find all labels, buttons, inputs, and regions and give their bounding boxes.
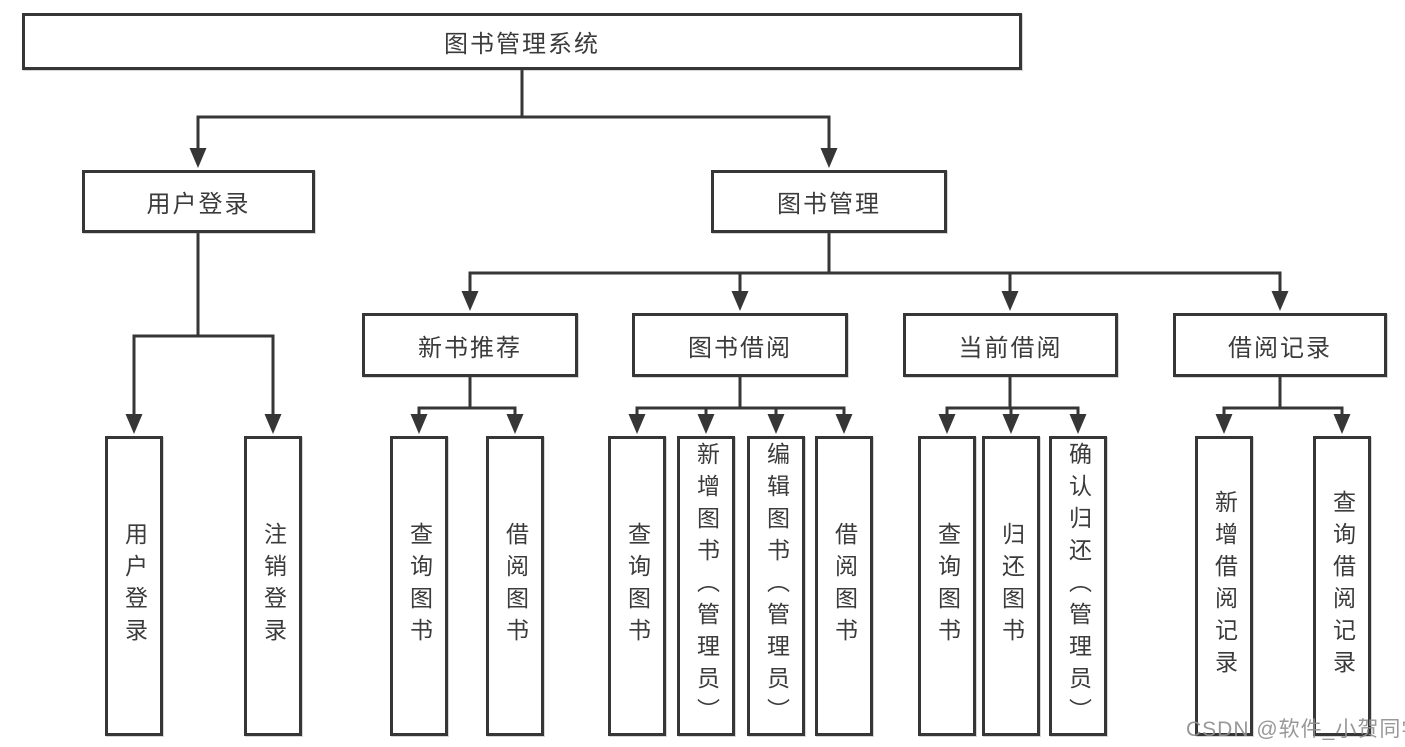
watermark: CSDN @软件_小贺同学 xyxy=(1186,718,1405,741)
node-book-borrow: 图书借阅 xyxy=(632,313,848,377)
connector-book-borrow xyxy=(635,375,846,418)
leaf-return-book-label: 归还图书 xyxy=(998,522,1025,650)
arrowhead-icon xyxy=(1002,414,1020,434)
arrowhead-icon xyxy=(1271,291,1289,311)
leaf-logout: 注销登录 xyxy=(244,436,302,736)
leaf-confirm-return-admin-label: 确认归还（管理员） xyxy=(1065,442,1092,730)
arrowhead-icon xyxy=(938,414,956,434)
leaf-query-books-recommend-label: 查询图书 xyxy=(406,522,433,650)
leaf-edit-book-admin: 编辑图书（管理员） xyxy=(747,436,805,736)
leaf-query-borrow-record: 查询借阅记录 xyxy=(1313,436,1371,736)
node-borrow-records: 借阅记录 xyxy=(1173,313,1387,377)
leaf-user-login: 用户登录 xyxy=(105,436,163,736)
arrowhead-icon xyxy=(410,414,428,434)
node-book-management: 图书管理 xyxy=(711,170,947,233)
node-current-borrow: 当前借阅 xyxy=(903,313,1118,377)
leaf-query-books-borrow: 查询图书 xyxy=(608,436,666,736)
node-new-book-recommend-label: 新书推荐 xyxy=(418,334,522,362)
leaf-borrow-books: 借阅图书 xyxy=(815,436,873,736)
arrowhead-icon xyxy=(820,148,838,168)
leaf-add-book-admin: 新增图书（管理员） xyxy=(677,436,735,736)
arrowhead-icon xyxy=(1215,414,1233,434)
node-book-management-label: 图书管理 xyxy=(777,191,881,218)
arrowhead-icon xyxy=(125,414,143,434)
arrowhead-icon xyxy=(1069,414,1087,434)
node-book-borrow-label: 图书借阅 xyxy=(688,334,792,362)
arrowhead-icon xyxy=(506,414,524,434)
connector-current-borrow xyxy=(945,375,1080,418)
arrowhead-icon xyxy=(461,291,479,311)
node-user-login: 用户登录 xyxy=(82,170,315,233)
node-borrow-records-label: 借阅记录 xyxy=(1228,334,1332,362)
arrowhead-icon xyxy=(628,414,646,434)
leaf-user-login-label: 用户登录 xyxy=(121,522,148,650)
leaf-add-book-admin-label: 新增图书（管理员） xyxy=(693,442,720,730)
arrowhead-icon xyxy=(767,414,785,434)
leaf-query-books-borrow-label: 查询图书 xyxy=(624,522,651,650)
node-current-borrow-label: 当前借阅 xyxy=(958,334,1063,362)
leaf-edit-book-admin-label: 编辑图书（管理员） xyxy=(763,442,790,730)
connector-paths xyxy=(132,68,1344,418)
arrowheads xyxy=(125,148,1351,434)
connector-root xyxy=(196,68,831,152)
arrowhead-icon xyxy=(731,291,749,311)
leaf-borrow-books-label: 借阅图书 xyxy=(831,522,858,650)
arrowhead-icon xyxy=(697,414,715,434)
leaf-logout-label: 注销登录 xyxy=(260,522,287,650)
leaf-query-books-current-label: 查询图书 xyxy=(934,522,961,650)
node-root-label: 图书管理系统 xyxy=(444,31,600,58)
leaf-add-borrow-record: 新增借阅记录 xyxy=(1195,436,1253,736)
leaf-query-books-current: 查询图书 xyxy=(918,436,976,736)
leaf-query-borrow-record-label: 查询借阅记录 xyxy=(1329,490,1356,682)
connector-user-login xyxy=(132,231,275,418)
arrowhead-icon xyxy=(189,148,207,168)
connector-borrow-records xyxy=(1222,375,1344,418)
leaf-confirm-return-admin: 确认归还（管理员） xyxy=(1049,436,1107,736)
connector-book-management xyxy=(468,231,1282,295)
leaf-return-book: 归还图书 xyxy=(982,436,1040,736)
node-user-login-label: 用户登录 xyxy=(146,191,251,218)
connector-new-book-recommend xyxy=(417,375,517,418)
leaf-borrow-books-recommend: 借阅图书 xyxy=(486,436,544,736)
node-new-book-recommend: 新书推荐 xyxy=(362,313,578,377)
arrowhead-icon xyxy=(1001,291,1019,311)
leaf-query-books-recommend: 查询图书 xyxy=(390,436,448,736)
leaf-add-borrow-record-label: 新增借阅记录 xyxy=(1211,490,1238,682)
node-root: 图书管理系统 xyxy=(22,13,1022,70)
leaf-borrow-books-recommend-label: 借阅图书 xyxy=(502,522,529,650)
arrowhead-icon xyxy=(264,414,282,434)
arrowhead-icon xyxy=(1333,414,1351,434)
arrowhead-icon xyxy=(835,414,853,434)
